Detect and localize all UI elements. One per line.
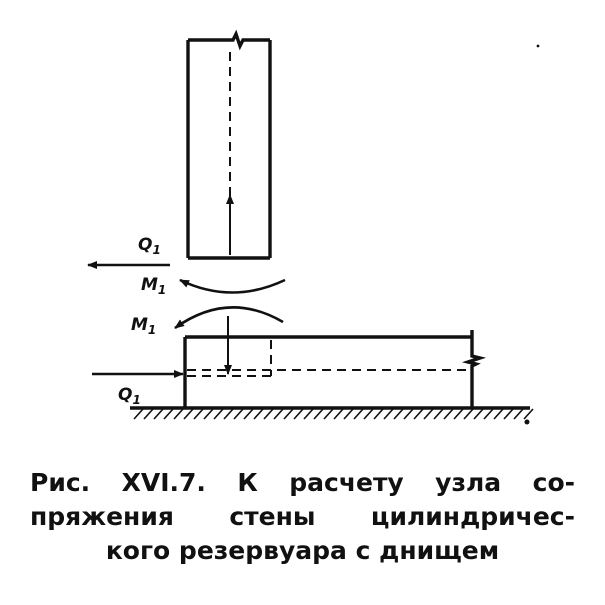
figure-caption: Рис. XVI.7. К расчету узла со- пряжения … [30,466,575,568]
ground-hatch-mark [293,408,304,420]
upper-shear-force-label: Q1 [138,235,161,257]
lower-moment-label: M1 [131,315,156,337]
ground-hatch-mark [253,408,264,420]
ground-hatch-mark [133,408,144,420]
ground-hatch-mark [393,408,404,420]
speck-mark [536,44,540,48]
bottom-plate-break-line [461,330,487,408]
ground-hatch-mark [233,408,244,420]
ground-hatch-mark [173,408,184,420]
ground-hatch-mark [353,408,364,420]
ground-hatch-mark [443,408,454,420]
ground-hatch-mark [163,408,174,420]
ground-hatch-mark [333,408,344,420]
ground-support [130,406,534,425]
ground-hatch-mark [243,408,254,420]
ground-hatch-mark [153,408,164,420]
ground-hatch-mark [523,408,534,420]
tank-wall-bottom-junction-diagram: Q1 M1 M1 Q1 [87,29,540,425]
caption-line-1: Рис. XVI.7. К расчету узла со- [30,468,575,497]
lower-bending-moment: M1 [131,306,284,337]
ground-hatch-mark [513,408,524,420]
upper-moment-arc-arrow [179,278,286,294]
lower-shear-force-label: Q1 [118,385,141,407]
ground-hatch-mark [483,408,494,420]
ground-hatch-mark [343,408,354,420]
ground-hatch-mark [413,408,424,420]
ground-hatch-mark [463,408,474,420]
ground-hatch-mark [493,408,504,420]
ground-hatch-mark [183,408,194,420]
lower-shear-force: Q1 [92,370,184,407]
caption-line-2: пряжения стены цилиндричес- [30,502,575,531]
ground-hatch-mark [143,408,154,420]
ground-hatch-mark [423,408,434,420]
ground-end-dot [524,419,530,425]
ground-hatch-mark [433,408,444,420]
ground-hatch-mark [403,408,414,420]
ground-hatch-mark [263,408,274,420]
ground-hatch-mark [323,408,334,420]
tank-wall [186,29,272,260]
wall-break-line [188,29,270,51]
caption-line-3: кого резервуара с днищем [105,536,500,565]
ground-hatch-mark [303,408,314,420]
upper-moment-label: M1 [141,275,166,297]
upper-shear-force: Q1 [87,235,170,269]
ground-hatch-mark [193,408,204,420]
ground-hatch-mark [363,408,374,420]
ground-hatch-mark [213,408,224,420]
ground-hatch-mark [283,408,294,420]
ground-hatching [133,408,534,420]
lower-moment-arc-arrow [174,306,284,330]
ground-hatch-mark [373,408,384,420]
tank-bottom-plate [183,316,487,408]
ground-hatch-mark [313,408,324,420]
ground-hatch-mark [203,408,214,420]
ground-hatch-mark [503,408,514,420]
ground-hatch-mark [473,408,484,420]
ground-hatch-mark [453,408,464,420]
upper-bending-moment: M1 [141,275,286,297]
ground-hatch-mark [223,408,234,420]
ground-hatch-mark [383,408,394,420]
ground-hatch-mark [273,408,284,420]
